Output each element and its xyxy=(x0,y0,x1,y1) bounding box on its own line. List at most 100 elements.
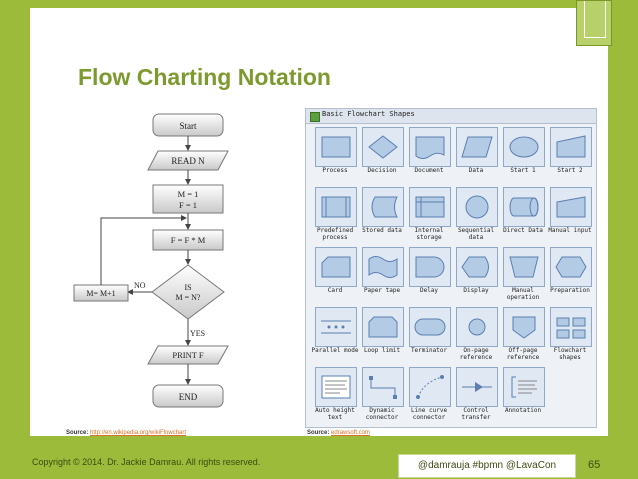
no-label: NO xyxy=(134,281,146,290)
shape-label: Preparation xyxy=(550,287,590,294)
shape-tile[interactable]: Process xyxy=(312,127,358,187)
shape-label: Card xyxy=(327,287,343,294)
delay-shape-icon xyxy=(409,247,451,287)
slide-title: Flow Charting Notation xyxy=(78,64,331,90)
svg-text:Start: Start xyxy=(180,121,197,131)
parallel-mode-shape-icon xyxy=(315,307,357,347)
shape-label: On-page reference xyxy=(459,347,493,361)
shape-tile[interactable]: Sequential data xyxy=(453,187,499,247)
manual-operation-shape-icon xyxy=(503,247,545,287)
shape-label: Start 2 xyxy=(557,167,583,174)
shape-tile[interactable]: Loop limit xyxy=(359,307,405,367)
shape-label: Manual operation xyxy=(506,287,540,301)
shape-label: Start 1 xyxy=(510,167,536,174)
shape-tile[interactable]: Document xyxy=(406,127,452,187)
top-accent-bar xyxy=(0,0,638,8)
annotation-shape-icon xyxy=(503,367,545,407)
shape-label: Data xyxy=(468,167,484,174)
svg-text:IS: IS xyxy=(184,283,191,292)
left-source-link[interactable]: http://en.wikipedia.org/wikiFlowchart xyxy=(90,430,187,436)
shape-tile[interactable]: Start 1 xyxy=(500,127,546,187)
shape-label: Line curve connector xyxy=(410,407,448,421)
shape-tile[interactable]: Start 2 xyxy=(547,127,593,187)
dynamic-connector-shape-icon xyxy=(362,367,404,407)
shape-label: Sequential data xyxy=(457,227,495,241)
shape-tile[interactable]: Decision xyxy=(359,127,405,187)
decision-shape-icon xyxy=(362,127,404,167)
shape-tile[interactable]: On-page reference xyxy=(453,307,499,367)
shape-tile[interactable]: Direct Data xyxy=(500,187,546,247)
factorial-flowchart: Start READ N M = 1 F = 1 F = F * M IS M … xyxy=(73,113,229,408)
svg-text:F = 1: F = 1 xyxy=(179,200,197,210)
increment-node: M= M+1 xyxy=(73,284,129,302)
svg-text:M = N?: M = N? xyxy=(176,293,201,302)
shape-tile[interactable]: Preparation xyxy=(547,247,593,307)
shape-tile[interactable]: Parallel mode xyxy=(312,307,358,367)
shape-label: Annotation xyxy=(504,407,542,414)
left-source: Source: http://en.wikipedia.org/wikiFlow… xyxy=(66,430,187,436)
svg-text:END: END xyxy=(179,392,198,402)
off-page-reference-shape-icon xyxy=(503,307,545,347)
line-curve-connector-shape-icon xyxy=(409,367,451,407)
shape-tile[interactable]: Display xyxy=(453,247,499,307)
start2-shape-icon xyxy=(550,127,592,167)
shape-tile[interactable]: Manual input xyxy=(547,187,593,247)
flowchart-shapes-icon xyxy=(550,307,592,347)
shape-label: Document xyxy=(414,167,444,174)
shape-tile[interactable]: Internal storage xyxy=(406,187,452,247)
manual-input-shape-icon xyxy=(550,187,592,227)
on-page-reference-shape-icon xyxy=(456,307,498,347)
shape-tile[interactable]: Stored data xyxy=(359,187,405,247)
shape-tile[interactable]: Data xyxy=(453,127,499,187)
shape-tile[interactable]: Flowchart shapes xyxy=(547,307,593,367)
direct-data-shape-icon xyxy=(503,187,545,227)
init-node: M = 1 F = 1 xyxy=(152,184,224,214)
shape-label: Internal storage xyxy=(414,227,444,241)
shape-label: Delay xyxy=(419,287,439,294)
shape-tile[interactable]: Terminator xyxy=(406,307,452,367)
shape-tile[interactable]: Manual operation xyxy=(500,247,546,307)
shape-label: Loop limit xyxy=(363,347,401,354)
yes-label: YES xyxy=(190,329,205,338)
copyright-text: Copyright © 2014. Dr. Jackie Damrau. All… xyxy=(32,457,261,467)
page-number: 65 xyxy=(588,459,601,471)
svg-text:READ N: READ N xyxy=(171,156,205,166)
social-handle-box: @damrauja #bpmn @LavaCon xyxy=(398,454,576,478)
shape-tile[interactable]: Off-page reference xyxy=(500,307,546,367)
svg-text:M= M+1: M= M+1 xyxy=(86,289,115,298)
corner-bookmark-icon xyxy=(576,0,612,46)
control-transfer-shape-icon xyxy=(456,367,498,407)
data-shape-icon xyxy=(456,127,498,167)
shape-tile[interactable]: Annotation xyxy=(500,367,546,427)
gallery-header: Basic Flowchart Shapes xyxy=(306,109,596,124)
calc-node: F = F * M xyxy=(152,229,224,251)
read-node: READ N xyxy=(147,150,229,171)
end-node: END xyxy=(152,384,224,408)
shape-label: Paper tape xyxy=(363,287,401,294)
document-shape-icon xyxy=(409,127,451,167)
shape-tile[interactable]: Auto height text xyxy=(312,367,358,427)
gallery-header-text: Basic Flowchart Shapes xyxy=(322,110,415,118)
auto-height-text-shape-icon xyxy=(315,367,357,407)
right-source: Source: edrawsoft.com xyxy=(307,430,371,436)
shape-tile[interactable]: Predefined process xyxy=(312,187,358,247)
terminator-shape-icon xyxy=(409,307,451,347)
shape-tile[interactable]: Delay xyxy=(406,247,452,307)
start1-shape-icon xyxy=(503,127,545,167)
shape-label: Manual input xyxy=(548,227,592,234)
decision-node: IS M = N? xyxy=(151,264,225,320)
shape-label: Predefined process xyxy=(316,227,354,241)
shape-tile[interactable]: Card xyxy=(312,247,358,307)
shape-tile[interactable]: Dynamic connector xyxy=(359,367,405,427)
right-source-link[interactable]: edrawsoft.com xyxy=(331,430,371,436)
process-shape-icon xyxy=(315,127,357,167)
shape-label: Dynamic connector xyxy=(365,407,399,421)
print-node: PRINT F xyxy=(147,345,229,365)
shape-label: Parallel mode xyxy=(311,347,359,354)
shape-tile[interactable]: Control transfer xyxy=(453,367,499,427)
shape-tile[interactable]: Paper tape xyxy=(359,247,405,307)
shape-tile[interactable]: Line curve connector xyxy=(406,367,452,427)
svg-text:PRINT F: PRINT F xyxy=(172,350,204,360)
shape-label: Control transfer xyxy=(461,407,491,421)
